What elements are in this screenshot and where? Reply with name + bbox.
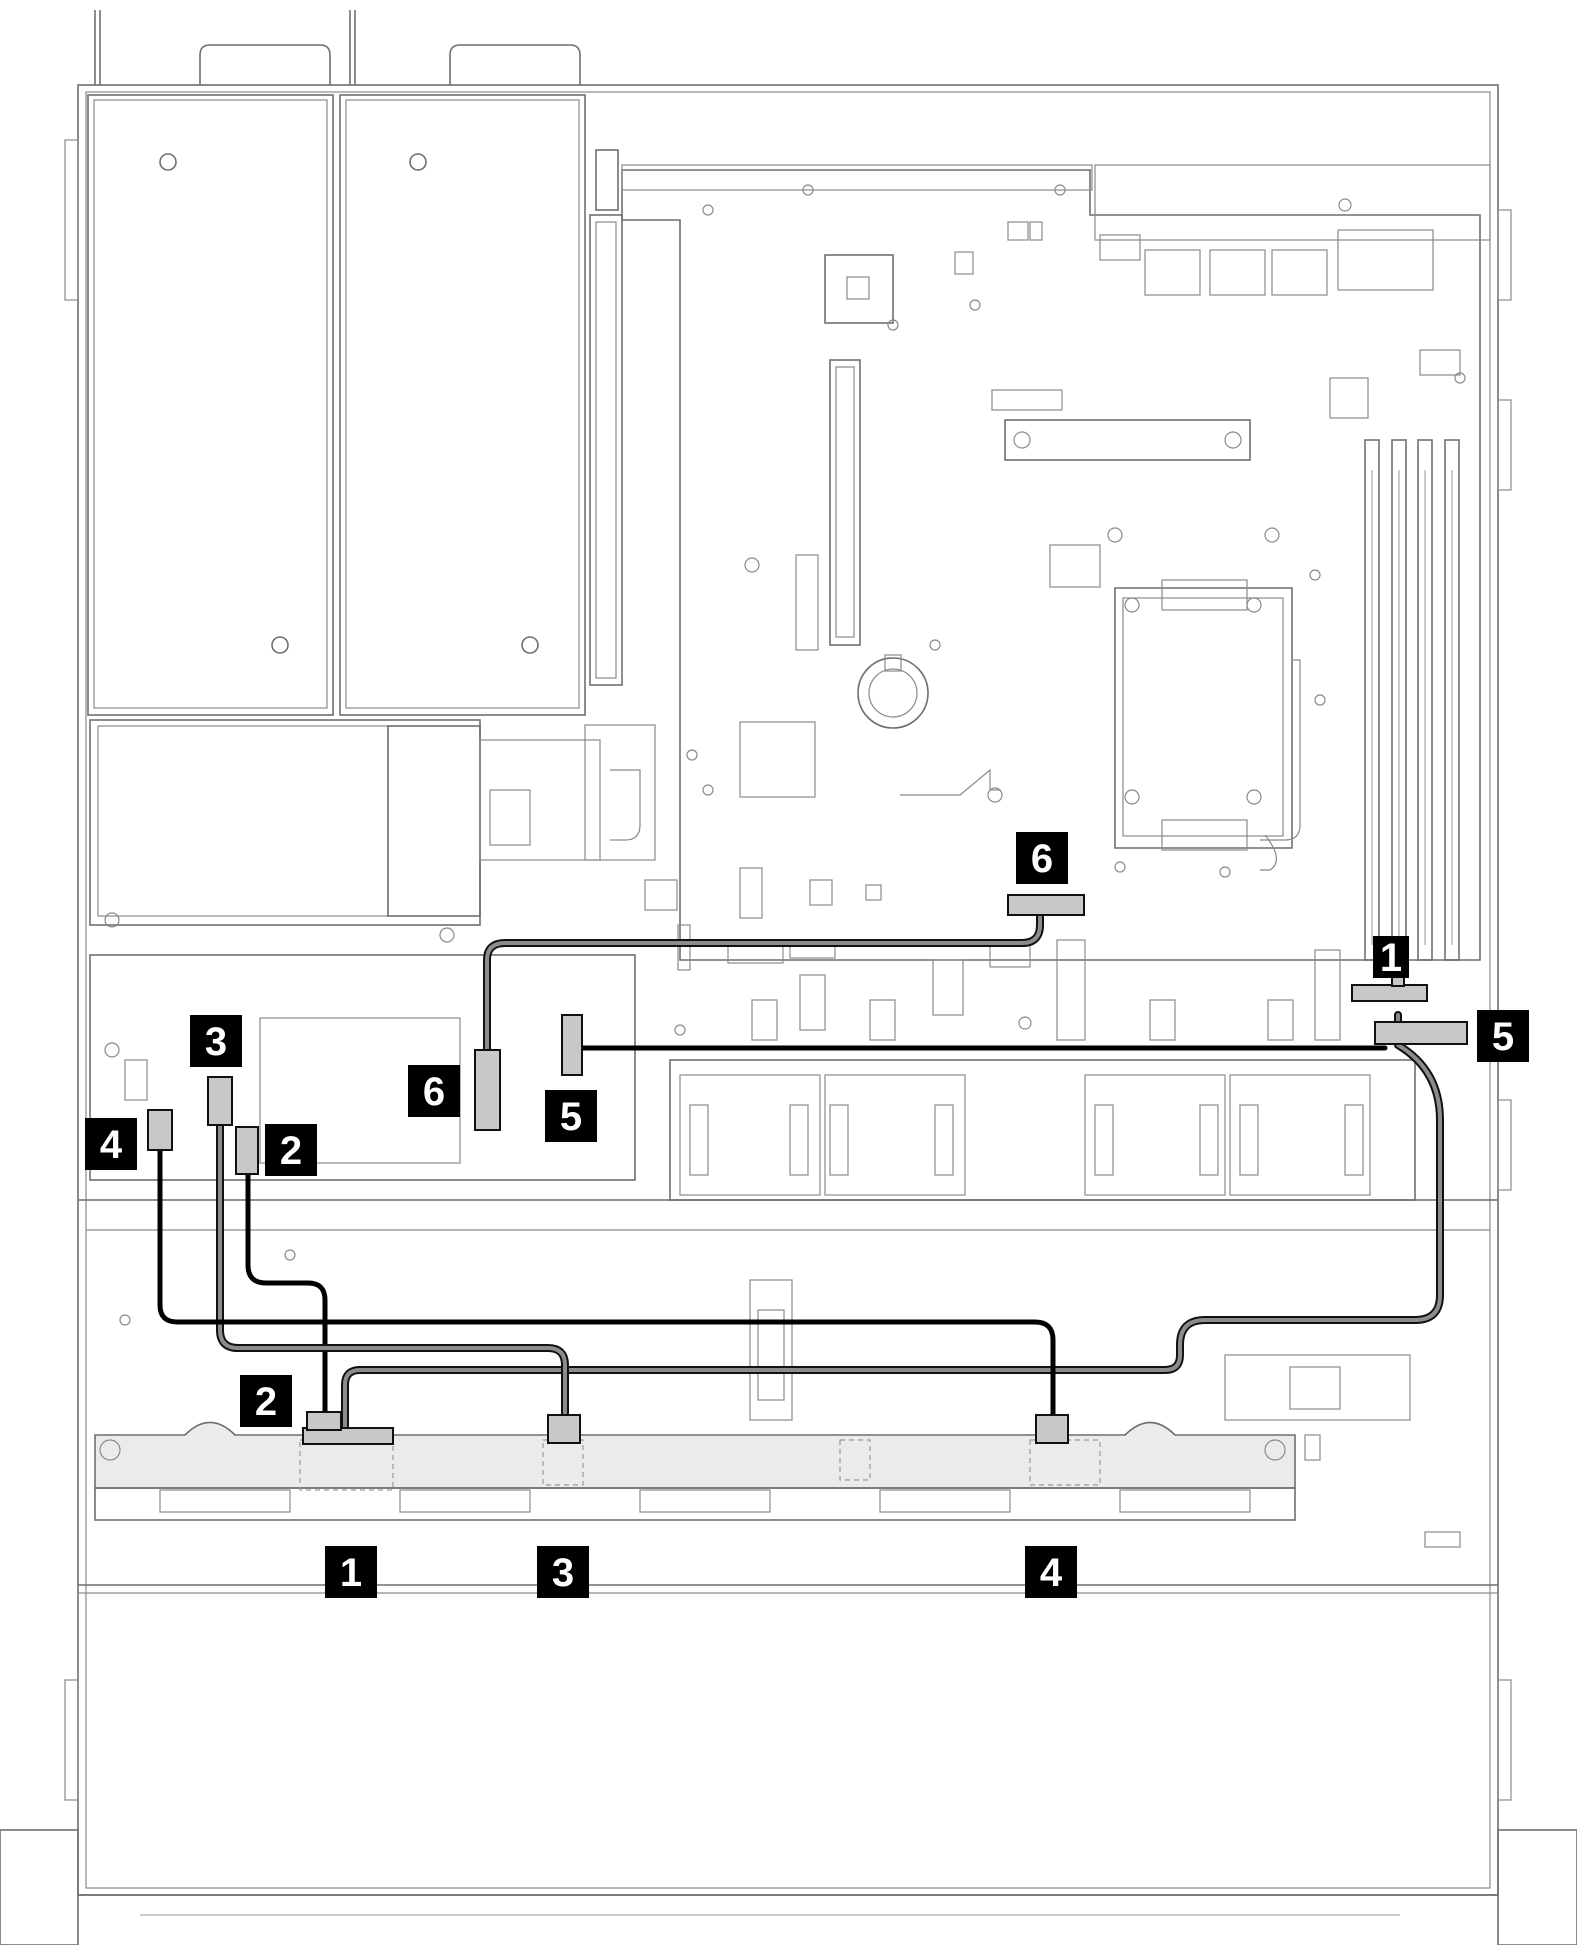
callout-rear-2: 2 [265, 1124, 317, 1176]
callout-rear-4-label: 4 [100, 1123, 123, 1167]
callout-rear-2-label: 2 [280, 1129, 302, 1173]
callout-board-1: 1 [1373, 936, 1409, 980]
callout-backplane-2: 2 [240, 1375, 292, 1427]
callout-mid-6: 6 [408, 1065, 460, 1117]
callout-rear-3-label: 3 [205, 1020, 227, 1064]
cable-4 [157, 1137, 1056, 1423]
power-supply-2 [339, 10, 586, 716]
system-board [621, 164, 1491, 1041]
callout-mid-6-label: 6 [423, 1070, 445, 1114]
front-area [78, 1199, 1498, 1548]
backplane-connector-3 [547, 1414, 581, 1444]
cable-2 [245, 1167, 328, 1423]
callout-board-5: 5 [1477, 1010, 1529, 1062]
cable-1 [341, 1011, 1444, 1434]
drive-backplane [94, 1421, 1321, 1521]
callout-board-1-label: 1 [1380, 936, 1402, 980]
callout-rear-4: 4 [85, 1118, 137, 1170]
raid-adapter-bay [89, 719, 656, 1058]
callout-backplane-4: 4 [1025, 1546, 1077, 1598]
chassis [0, 84, 1577, 1945]
rear-connector-3 [207, 1076, 233, 1126]
callout-board-6-label: 6 [1031, 837, 1053, 881]
callout-board-5-label: 5 [1492, 1015, 1514, 1059]
callout-backplane-3: 3 [537, 1546, 589, 1598]
fan-cage [669, 1059, 1416, 1201]
power-supply-1 [87, 10, 334, 716]
rear-connector-2 [235, 1126, 259, 1175]
backplane-connector-2 [306, 1411, 342, 1431]
riser-slot [589, 149, 623, 686]
callout-backplane-3-label: 3 [552, 1551, 574, 1595]
callout-backplane-4-label: 4 [1040, 1551, 1063, 1595]
board-connector-6 [1007, 894, 1085, 916]
callout-backplane-2-label: 2 [255, 1380, 277, 1424]
backplane-connector-1 [302, 1427, 394, 1445]
callout-mid-5: 5 [545, 1090, 597, 1142]
callout-rear-3: 3 [190, 1015, 242, 1067]
callout-mid-5-label: 5 [560, 1095, 582, 1139]
mid-connector-6 [474, 1049, 501, 1131]
callout-backplane-1-label: 1 [340, 1551, 362, 1595]
backplane-connector-4 [1035, 1414, 1069, 1444]
mid-connector-5 [561, 1014, 583, 1076]
callout-board-6: 6 [1016, 832, 1068, 884]
connectors [147, 894, 1468, 1445]
rear-connector-4 [147, 1109, 173, 1151]
callout-backplane-1: 1 [325, 1546, 377, 1598]
board-connector-1 [1351, 984, 1428, 1002]
board-connector-5 [1374, 1021, 1468, 1045]
